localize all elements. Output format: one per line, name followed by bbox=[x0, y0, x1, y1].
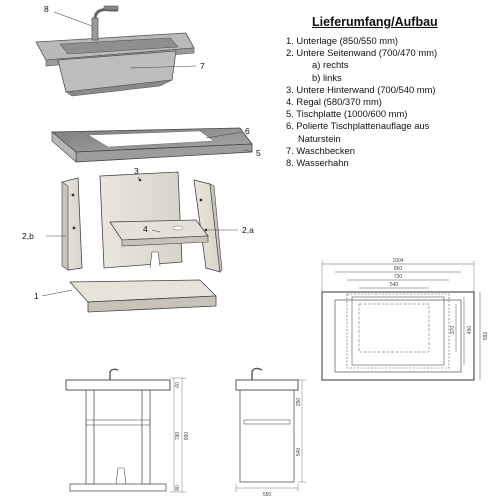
callout-1: 1 bbox=[34, 291, 39, 301]
dim-top-60: 60 bbox=[175, 382, 181, 388]
legend-item-faucet: 8. Wasserhahn bbox=[286, 157, 349, 169]
legend-item-back-wall: 3. Untere Hinterwand (700/540 mm) bbox=[286, 83, 436, 95]
callout-7: 7 bbox=[200, 61, 205, 71]
legend-item-base-plate: 1. Unterlage (850/550 mm) bbox=[286, 35, 399, 46]
callout-3: 3 bbox=[134, 166, 139, 176]
legend-item-side-wall-right: a) rechts bbox=[312, 59, 349, 71]
dim-width-550: 550 bbox=[263, 492, 272, 498]
dim-width-850: 850 bbox=[394, 266, 403, 272]
dim-height-890: 890 bbox=[184, 432, 190, 441]
front-view-dimension-labels: 60 790 890 80 bbox=[175, 382, 190, 491]
back-wall-illustration bbox=[99, 171, 183, 269]
table-top-illustration bbox=[50, 127, 253, 163]
dim-height-450: 450 bbox=[467, 326, 473, 335]
dim-bottom-80: 80 bbox=[175, 485, 181, 491]
legend-item-side-wall-left: b) links bbox=[312, 71, 342, 83]
legend-title: Lieferumfang/Aufbau bbox=[312, 15, 438, 29]
legend-item-table-top: 5. Tischplatte (1000/600 mm) bbox=[286, 108, 408, 120]
callout-leaders bbox=[41, 11, 253, 297]
faucet-illustration bbox=[91, 5, 119, 41]
base-plate-illustration bbox=[69, 279, 217, 313]
callout-labels: 8 7 6 5 3 2,b 4 2,a 1 bbox=[22, 4, 261, 301]
callout-4: 4 bbox=[143, 224, 148, 234]
callout-2b: 2,b bbox=[22, 231, 34, 241]
dim-top-250: 250 bbox=[296, 398, 302, 407]
top-view-drawing bbox=[321, 260, 481, 381]
legend-list: 1. Unterlage (850/550 mm) 2. Untere Seit… bbox=[286, 35, 498, 169]
dim-height-592: 592 bbox=[483, 332, 489, 341]
legend-item-shelf: 4. Regal (580/370 mm) bbox=[286, 96, 382, 108]
legend-item-stone-overlay-cont: Naturstein bbox=[298, 132, 341, 144]
side-wall-left-illustration bbox=[61, 177, 83, 271]
callout-2a: 2,a bbox=[242, 225, 254, 235]
dim-width-540: 540 bbox=[390, 282, 399, 288]
callout-5: 5 bbox=[256, 148, 261, 158]
dim-height-540: 540 bbox=[296, 448, 302, 457]
shelf-illustration bbox=[109, 219, 209, 247]
top-view-dimension-labels: 1004 850 730 540 370 450 592 bbox=[390, 258, 489, 340]
dim-height-370: 370 bbox=[450, 326, 456, 335]
legend-item-sink: 7. Waschbecken bbox=[286, 144, 355, 156]
dim-height-790: 790 bbox=[175, 432, 181, 441]
legend-item-stone-overlay: 6. Polierte Tischplattenauflage aus bbox=[286, 120, 430, 132]
dim-width-730: 730 bbox=[394, 274, 403, 280]
callout-6: 6 bbox=[245, 126, 250, 136]
side-view-dimension-labels: 250 540 550 bbox=[263, 398, 302, 498]
side-wall-right-illustration bbox=[193, 179, 223, 273]
dim-width-1004: 1004 bbox=[392, 258, 403, 264]
front-view-drawing bbox=[65, 368, 186, 493]
sink-illustration bbox=[35, 32, 195, 97]
legend-item-side-wall: 2. Untere Seitenwand (700/470 mm) bbox=[286, 47, 438, 59]
side-view-drawing bbox=[235, 367, 306, 492]
parts-legend: Lieferumfang/Aufbau 1. Unterlage (850/55… bbox=[286, 15, 498, 169]
callout-8: 8 bbox=[44, 4, 49, 14]
